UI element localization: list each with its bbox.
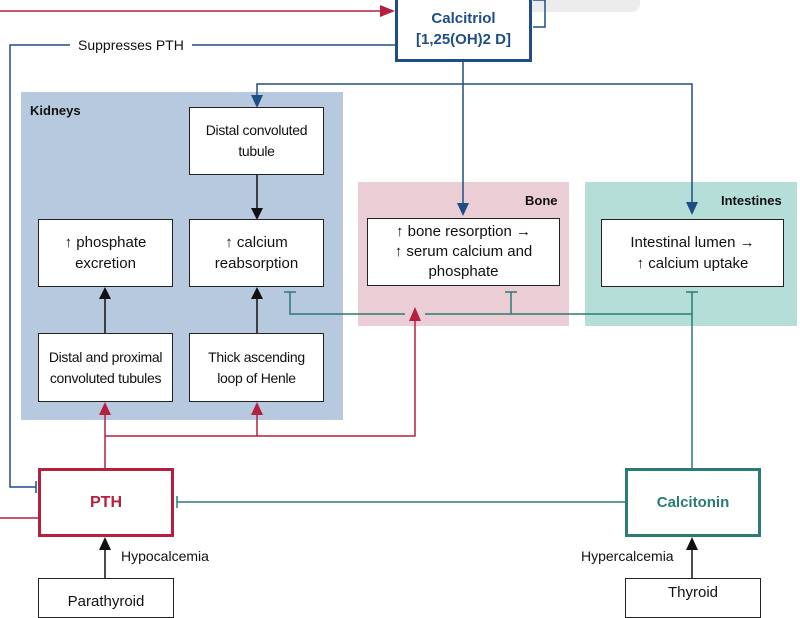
calcitriol-formula: [1,25(OH)2 D] <box>415 31 512 48</box>
bone-line1: ↑ bone resorption → <box>395 223 532 240</box>
calcitriol-node: Calcitriol [1,25(OH)2 D] <box>395 0 532 62</box>
tal-line1: Thick ascending <box>208 348 305 365</box>
calcitriol-name: Calcitriol <box>431 10 496 27</box>
intestines-title: Intestines <box>721 193 782 208</box>
thyroid-node: Thyroid <box>625 578 761 618</box>
bone-resorption-box: ↑ bone resorption → ↑ serum calcium and … <box>367 218 560 286</box>
background-tab <box>520 0 640 12</box>
dpct-line1: Distal and proximal <box>48 348 163 365</box>
tal-box: Thick ascending loop of Henle <box>189 333 324 402</box>
calcium-reabsorption-box: ↑ calcium reabsorption <box>189 219 324 287</box>
thyroid-label: Thyroid <box>667 584 719 601</box>
dct-box: Distal convoluted tubule <box>189 107 324 175</box>
dct-line2: tubule <box>238 143 275 159</box>
phosphate-line2: excretion <box>75 255 136 272</box>
pth-node: PTH <box>38 468 174 537</box>
bone-line3: phosphate <box>428 263 499 280</box>
calcitonin-label: Calcitonin <box>656 494 730 511</box>
kidneys-title: Kidneys <box>30 103 81 118</box>
suppresses-pth-line <box>9 44 395 488</box>
dct-line1: Distal convoluted <box>205 122 308 138</box>
phosphate-excretion-box: ↑ phosphate excretion <box>38 219 173 287</box>
dpct-box: Distal and proximal convoluted tubules <box>38 333 173 402</box>
tal-line2: loop of Henle <box>217 369 296 386</box>
calcium-line1: ↑ calcium <box>225 234 288 251</box>
intestine-line2: ↑ calcium uptake <box>636 255 749 272</box>
pth-label: PTH <box>90 494 122 511</box>
intestine-line1: Intestinal lumen → <box>630 234 755 251</box>
parathyroid-node: Parathyroid <box>38 578 174 618</box>
phosphate-line1: ↑ phosphate <box>64 234 147 251</box>
bone-title: Bone <box>525 193 558 208</box>
intestinal-uptake-box: Intestinal lumen → ↑ calcium uptake <box>601 219 784 287</box>
arrowhead <box>380 5 395 17</box>
dpct-line2: convoluted tubules <box>49 369 162 386</box>
connectors <box>0 0 698 578</box>
suppresses-pth-label: Suppresses PTH <box>70 37 192 53</box>
hypercalcemia-label: Hypercalcemia <box>581 548 674 564</box>
hypocalcemia-label: Hypocalcemia <box>121 548 209 564</box>
calcium-line2: reabsorption <box>214 255 299 272</box>
calcitonin-node: Calcitonin <box>625 468 761 537</box>
bone-line2: ↑ serum calcium and <box>394 243 533 260</box>
parathyroid-label: Parathyroid <box>67 593 145 610</box>
